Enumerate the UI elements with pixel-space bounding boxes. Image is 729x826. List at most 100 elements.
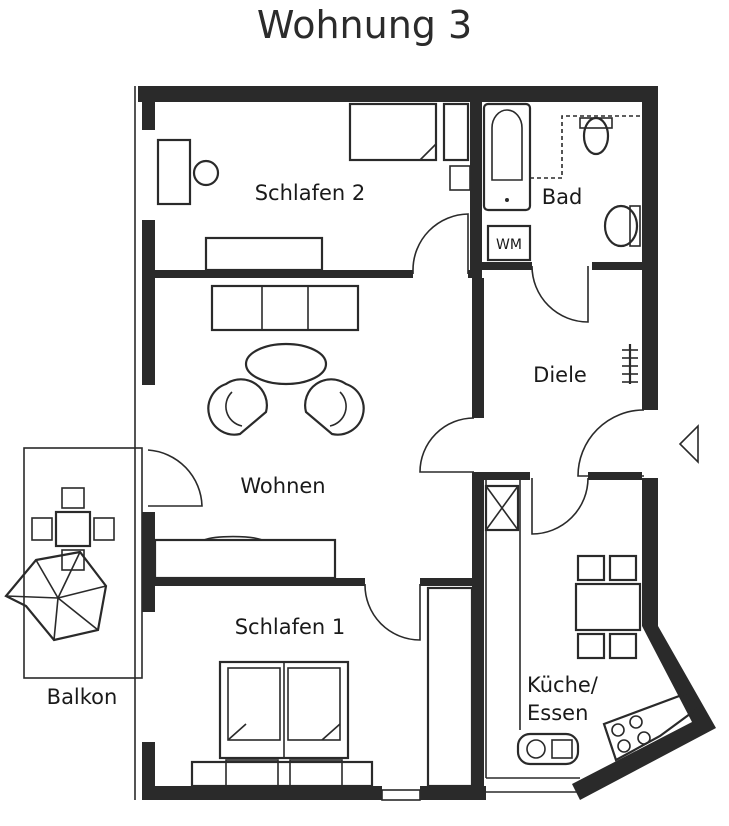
door-entrance[interactable]	[577, 409, 645, 477]
washbasin-mount	[629, 205, 641, 247]
wohnen-furniture	[153, 284, 365, 580]
wall-bad-bottom-left	[482, 262, 532, 270]
parasol-rib-2	[57, 551, 81, 599]
stove-burner-3	[617, 739, 631, 753]
room-label-wohnen: Wohnen	[240, 474, 325, 498]
schlafen2-furniture	[156, 102, 471, 272]
balkon-chair-right	[93, 517, 115, 541]
wall-s2-bad	[470, 102, 482, 278]
wardrobe-s2	[204, 236, 324, 272]
chair-round	[192, 159, 220, 187]
wall-wohnen-s1-left	[155, 578, 365, 586]
door-schlafen1[interactable]	[364, 583, 421, 641]
wall-wohnen-diele-lower	[472, 472, 484, 580]
wall-right-upper	[642, 86, 658, 410]
bad-furniture: WM	[482, 102, 641, 262]
stove-burner-4	[637, 731, 651, 745]
wall-s2-wohnen	[155, 270, 413, 278]
stove-burner-2	[629, 715, 643, 729]
door-kueche[interactable]	[531, 477, 589, 535]
bed-small	[348, 102, 438, 162]
shower-curtain	[530, 115, 640, 179]
doors	[147, 213, 699, 641]
sideboard-tv	[203, 535, 263, 541]
built-in-closet	[426, 586, 474, 788]
wall-diele-kueche-left	[484, 472, 530, 480]
mattress-right	[287, 667, 341, 741]
bed-small-fold	[419, 143, 437, 161]
balkon-floor	[23, 447, 143, 679]
nightstand	[442, 102, 470, 162]
kueche-furniture	[484, 484, 700, 766]
balkon	[4, 447, 143, 679]
diele-furniture	[622, 344, 638, 384]
wall-bad-bottom-right	[592, 262, 642, 270]
armchair-left-back	[225, 391, 243, 427]
bathtub-drain	[505, 198, 509, 202]
entrance-arrow-icon	[678, 424, 699, 464]
wall-left-2	[142, 220, 155, 385]
shaft	[484, 484, 520, 532]
parasol-rib-6	[5, 595, 59, 599]
armchair-left	[207, 378, 268, 436]
blanket-fold-right	[321, 723, 341, 741]
room-label-bad: Bad	[542, 185, 583, 209]
balkon-table	[54, 510, 92, 548]
wall-wohnen-s1-right	[420, 578, 484, 586]
wall-shelf	[449, 165, 471, 191]
parasol-rib-4	[57, 597, 99, 631]
wall-kitchen-angled	[572, 626, 716, 800]
sideboard	[153, 538, 337, 580]
wall-right-lower	[642, 478, 658, 626]
inner-walls	[155, 102, 642, 800]
chair-1	[576, 554, 606, 582]
bathtub	[482, 102, 532, 212]
balkon-chair-top	[61, 487, 85, 509]
nightstand-right	[289, 759, 343, 787]
wall-left-1	[142, 86, 155, 130]
sink-basin	[526, 739, 546, 759]
coffee-table	[244, 342, 328, 386]
wall-s1-kueche	[472, 578, 484, 800]
wall-bottom-left	[142, 786, 382, 800]
room-label-schlafen1: Schlafen 1	[235, 615, 346, 639]
armchair-right-back	[329, 391, 347, 427]
armchair-right	[304, 378, 365, 436]
room-label-kueche-line1: Küche/	[527, 673, 599, 697]
bathtub-inner	[491, 109, 523, 181]
door-bad[interactable]	[531, 265, 589, 323]
chair-4	[608, 632, 638, 660]
outer-walls	[134, 86, 716, 801]
room-label-diele: Diele	[533, 363, 587, 387]
wall-left-4	[142, 742, 155, 798]
toilet-tank	[579, 117, 613, 129]
door-schlafen2[interactable]	[412, 213, 469, 274]
blanket-fold-left	[227, 723, 247, 741]
shaft-cross-2	[485, 485, 519, 531]
chair-3	[576, 632, 606, 660]
balkon-chair-bottom	[61, 549, 85, 571]
wardrobe-s1	[190, 760, 374, 788]
sink-drainboard	[551, 739, 573, 759]
stove-burner-1	[611, 723, 625, 737]
parasol-icon	[4, 550, 108, 642]
toilet-icon	[582, 116, 610, 156]
wall-left-3	[142, 512, 155, 612]
bottom-window	[381, 789, 421, 801]
parasol-rib-5	[53, 597, 59, 641]
stove	[602, 690, 700, 762]
dining-table	[574, 582, 642, 632]
wall-wohnen-diele-upper	[472, 278, 484, 418]
sofa	[210, 284, 360, 332]
door-balkon[interactable]	[147, 449, 203, 507]
wm-label: WM	[496, 237, 522, 253]
nightstand-left	[225, 759, 279, 787]
room-label-schlafen2: Schlafen 2	[255, 181, 366, 205]
sink	[516, 732, 580, 766]
door-wohnen-diele[interactable]	[419, 417, 475, 473]
desk	[156, 138, 192, 206]
parasol-rib-1	[35, 559, 59, 599]
room-label-kueche-line2: Essen	[527, 701, 588, 725]
mattress-left	[227, 667, 281, 741]
